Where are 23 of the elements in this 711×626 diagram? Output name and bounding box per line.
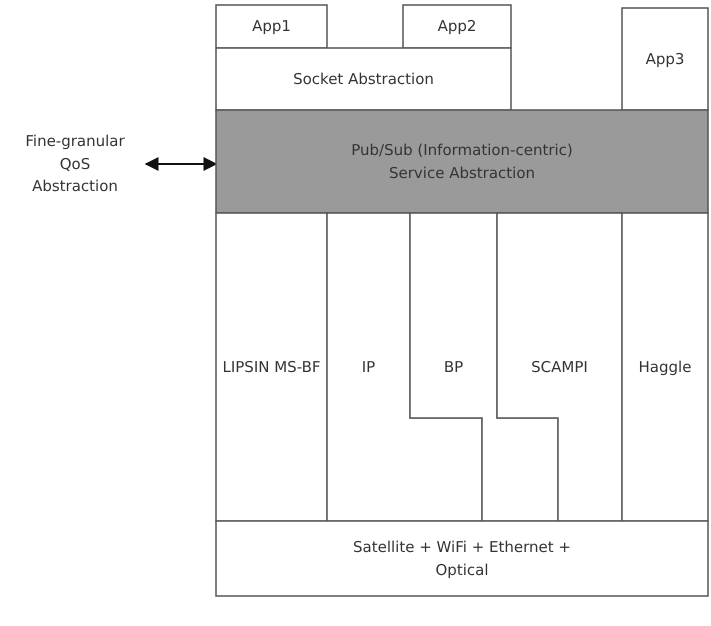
node-label: App3	[646, 48, 684, 70]
node-label: Satellite + WiFi + Ethernet + Optical	[352, 537, 572, 580]
app-box	[622, 8, 708, 110]
protocol-box	[497, 213, 622, 521]
node-label: BP	[444, 356, 464, 378]
layer-band	[216, 110, 708, 213]
protocol-box	[216, 213, 327, 521]
protocol-box	[622, 213, 708, 521]
annotation-text: Fine-granular QoS Abstraction	[24, 131, 126, 198]
node-label: Socket Abstraction	[293, 68, 434, 90]
node-label: LIPSIN MS-BF	[222, 356, 321, 378]
node-label: SCAMPI	[531, 356, 588, 378]
protocol-box	[327, 213, 482, 521]
layer-box	[216, 48, 511, 110]
app-box	[403, 5, 511, 48]
node-label: Haggle	[638, 356, 692, 378]
double-arrow	[144, 157, 218, 171]
node-label: Pub/Sub (Information-centric) Service Abstraction	[350, 140, 574, 184]
app-box	[216, 5, 327, 48]
node-label: App1	[252, 16, 291, 38]
node-label: App2	[438, 16, 476, 38]
node-label: IP	[362, 356, 376, 378]
layer-box	[216, 521, 708, 596]
